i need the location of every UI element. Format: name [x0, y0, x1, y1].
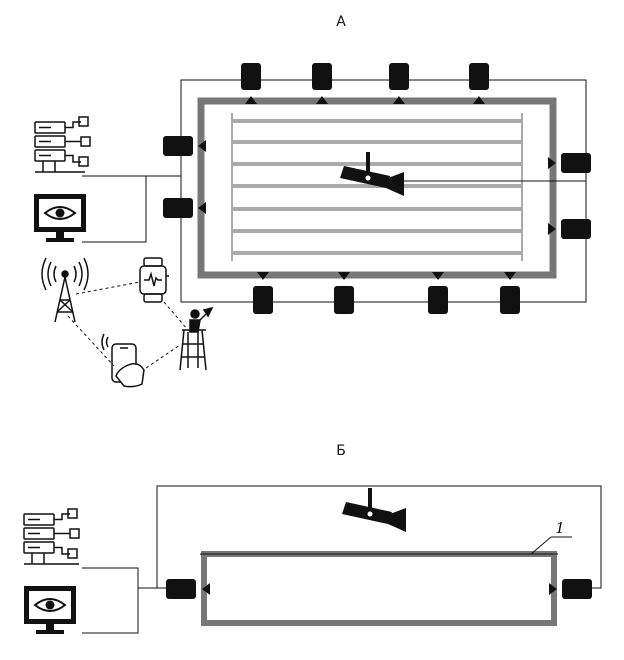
monitor-eye-icon — [34, 194, 86, 242]
server-icon — [34, 116, 91, 173]
underwater-sensor-icon — [163, 136, 206, 156]
underwater-sensor-icon — [469, 63, 489, 104]
underwater-sensor-icon — [241, 63, 261, 104]
camera-icon — [340, 152, 404, 196]
server-icon — [23, 508, 80, 565]
underwater-sensor-icon — [500, 272, 520, 314]
underwater-sensor-icon — [548, 219, 591, 239]
panel-a-label: А — [336, 14, 346, 30]
underwater-sensor-icon — [166, 579, 210, 599]
monitor-eye-icon — [24, 586, 76, 634]
wiring-loop — [156, 485, 602, 589]
server-link — [137, 568, 157, 589]
underwater-sensor-icon — [548, 153, 591, 173]
smartphone-icon — [101, 333, 145, 388]
camera-icon — [342, 488, 406, 532]
underwater-sensor-icon — [163, 198, 206, 218]
panel-b: Б 1 — [23, 443, 602, 634]
underwater-sensor-icon — [428, 272, 448, 314]
top-sensors — [241, 63, 489, 104]
underwater-sensor-icon — [389, 63, 409, 104]
monitor-link — [82, 176, 147, 243]
callout-label: 1 — [555, 519, 565, 537]
underwater-sensor-icon — [253, 272, 273, 314]
pool-basin-side — [201, 551, 557, 626]
wiring-loop — [180, 79, 587, 303]
left-sensors — [163, 136, 206, 218]
panel-a: А — [34, 14, 591, 388]
panel-b-label: Б — [336, 443, 346, 459]
underwater-sensor-icon — [549, 579, 592, 599]
right-sensors — [548, 153, 591, 239]
callout-leader — [530, 536, 552, 555]
underwater-sensor-icon — [312, 63, 332, 104]
lifeguard-chair-icon — [179, 306, 214, 371]
wireless-links — [67, 281, 189, 369]
smartwatch-icon — [139, 257, 169, 303]
cell-tower-icon — [41, 257, 89, 323]
underwater-sensor-icon — [334, 272, 354, 314]
bottom-sensors — [253, 272, 520, 314]
monitor-link — [82, 567, 139, 634]
